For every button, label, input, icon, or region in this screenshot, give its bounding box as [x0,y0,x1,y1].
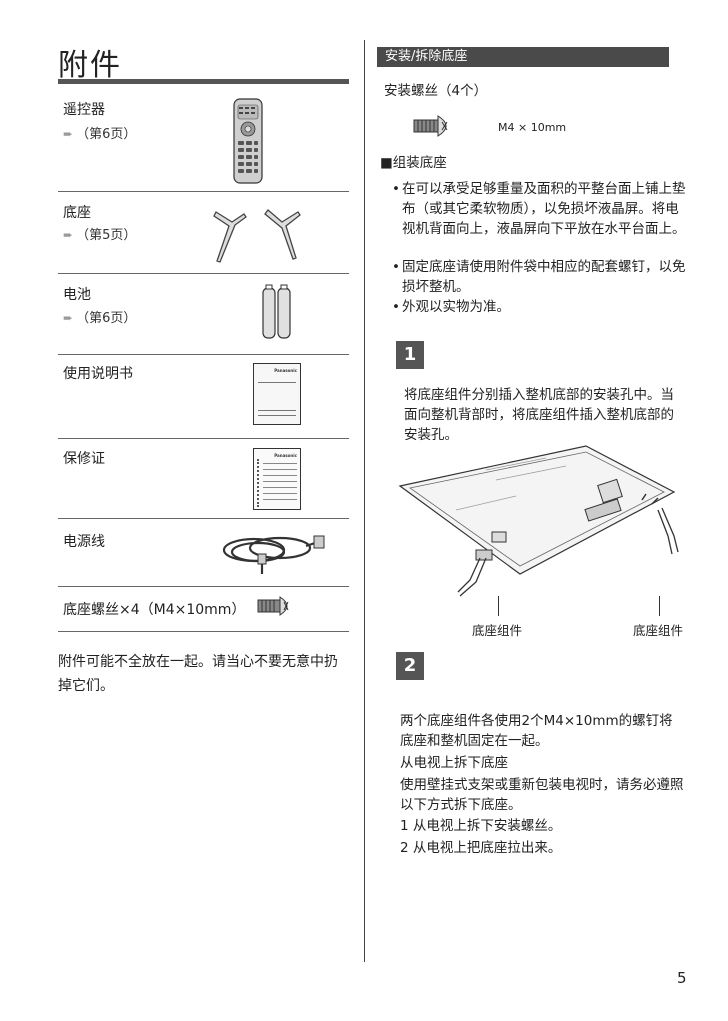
row-divider [58,518,349,519]
label-stand-left: 底座组件 [472,623,523,638]
screw-icon [413,115,448,137]
step-1-badge: 1 [396,341,424,369]
page-number: 5 [677,969,687,987]
bullet-item: •外观以实物为准。 [392,299,510,315]
label-stand-right: 底座组件 [633,623,684,638]
item-batteries-ref: ➨（第6页） [63,311,137,326]
assemble-title: ■组装底座 [380,155,447,171]
screw-spec: M4 × 10mm [498,121,567,134]
item-stand-name: 底座 [63,205,91,221]
remove-step-1: 1 从电视上拆下安装螺丝。 [400,818,562,834]
arrow-icon: ➨ [63,127,74,141]
row-divider [58,354,349,355]
item-remote-name: 遥控器 [63,102,105,118]
accessory-note: 附件可能不全放在一起。请当心不要无意中扔掉它们。 [58,654,338,694]
remote-control-image [233,98,263,184]
section-header: 安装/拆除底座 [377,47,669,67]
step-2-badge: 2 [396,652,424,680]
row-divider [58,438,349,439]
row-divider [58,191,349,192]
screws-label: 安装螺丝（4个） [384,83,488,99]
row-divider [58,586,349,587]
step-2-text: 两个底座组件各使用2个M4×10mm的螺钉将底座和整机固定在一起。 [400,713,673,749]
bullet-item: •固定底座请使用附件袋中相应的配套螺钉，以免损坏整机。 [392,259,686,295]
tv-stand-illustration [398,445,679,597]
manual-image: Panasonic [253,363,301,425]
page-title: 附件 [58,48,122,83]
item-batteries-name: 电池 [63,287,91,303]
warranty-image: Panasonic [253,448,301,510]
row-divider [58,273,349,274]
callout-line [659,596,660,616]
callout-line [498,596,499,616]
item-stand-ref: ➨（第5页） [63,228,137,243]
power-cord-image [222,535,325,574]
title-underline [58,79,349,84]
column-divider [364,40,365,962]
item-warranty-name: 保修证 [63,451,105,467]
stand-image [213,209,301,263]
manual-brand: Panasonic [274,368,297,373]
bullet-item: •在可以承受足够重量及面积的平整台面上铺上垫布（或其它柔软物质），以免损坏液晶屏… [392,181,686,237]
item-power-cord-name: 电源线 [63,534,105,550]
arrow-icon: ➨ [63,228,74,242]
screw-icon [257,596,289,616]
arrow-icon: ➨ [63,311,74,325]
remove-title: 从电视上拆下底座 [400,755,508,771]
row-divider [58,631,349,632]
item-remote-ref: ➨（第6页） [63,127,137,142]
remove-text: 使用壁挂式支架或重新包装电视时，请务必遵照以下方式拆下底座。 [400,777,684,813]
batteries-image [262,284,291,339]
warranty-brand: Panasonic [274,453,297,458]
item-screws-name: 底座螺丝×4（M4×10mm） [63,602,246,618]
step-1-text: 将底座组件分别插入整机底部的安装孔中。当面向整机背部时，将底座组件插入整机底部的… [404,387,674,443]
item-manual-name: 使用说明书 [63,366,133,382]
remove-step-2: 2 从电视上把底座拉出来。 [400,840,562,856]
